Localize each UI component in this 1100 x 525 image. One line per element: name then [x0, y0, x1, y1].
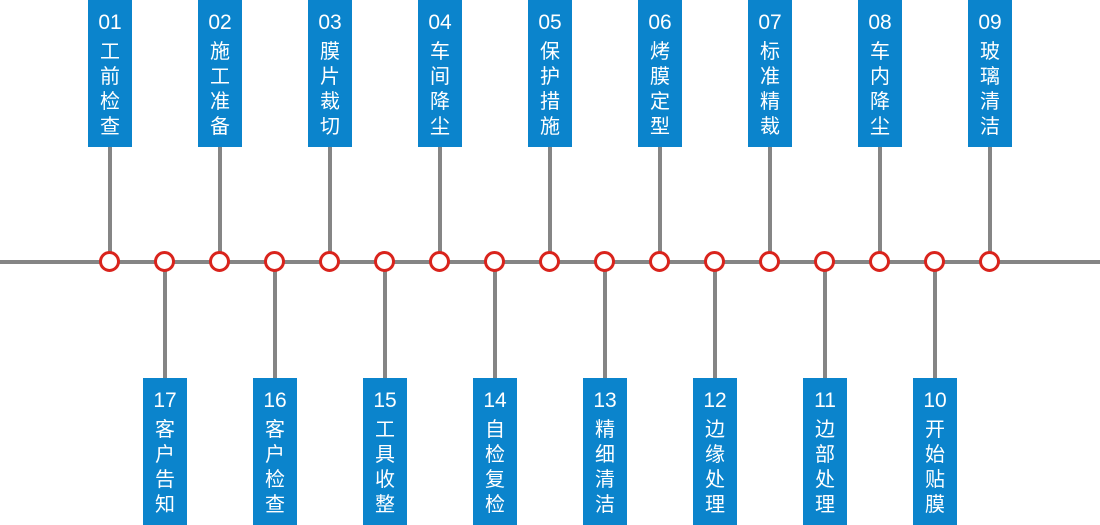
step-label: 开始贴膜 — [925, 417, 945, 516]
step-label: 工具收整 — [375, 417, 395, 516]
step-box: 12 边缘处理 — [693, 378, 737, 525]
step-label: 保护措施 — [540, 39, 560, 138]
step-number: 08 — [868, 11, 892, 34]
timeline-node-circle — [539, 251, 560, 272]
step-box: 10 开始贴膜 — [913, 378, 957, 525]
timeline-node-circle — [814, 251, 835, 272]
step-number: 10 — [923, 389, 947, 412]
timeline-node-circle — [319, 251, 340, 272]
step-box: 15 工具收整 — [363, 378, 407, 525]
step-label: 标准精裁 — [760, 39, 780, 138]
connector-line — [163, 262, 167, 378]
step-label: 工前检查 — [100, 39, 120, 138]
timeline-node-circle — [759, 251, 780, 272]
step-box: 03 膜片裁切 — [308, 0, 352, 147]
step-number: 04 — [428, 11, 452, 34]
step-label: 边部处理 — [815, 417, 835, 516]
step-number: 09 — [978, 11, 1002, 34]
timeline-node-circle — [154, 251, 175, 272]
timeline-node-circle — [374, 251, 395, 272]
step-label: 玻璃清洁 — [980, 39, 1000, 138]
connector-line — [713, 262, 717, 378]
step-label: 车间降尘 — [430, 39, 450, 138]
step-label: 膜片裁切 — [320, 39, 340, 138]
timeline-node-circle — [924, 251, 945, 272]
step-number: 12 — [703, 389, 727, 412]
step-number: 07 — [758, 11, 782, 34]
timeline-node-circle — [594, 251, 615, 272]
step-label: 精细清洁 — [595, 417, 615, 516]
connector-line — [493, 262, 497, 378]
step-box: 17 客户告知 — [143, 378, 187, 525]
step-label: 客户告知 — [155, 417, 175, 516]
connector-line — [438, 146, 442, 262]
timeline-node-circle — [869, 251, 890, 272]
step-box: 05 保护措施 — [528, 0, 572, 147]
step-box: 08 车内降尘 — [858, 0, 902, 147]
timeline-node-circle — [429, 251, 450, 272]
step-box: 07 标准精裁 — [748, 0, 792, 147]
connector-line — [383, 262, 387, 378]
step-number: 03 — [318, 11, 342, 34]
step-number: 14 — [483, 389, 507, 412]
connector-line — [823, 262, 827, 378]
step-box: 13 精细清洁 — [583, 378, 627, 525]
step-box: 11 边部处理 — [803, 378, 847, 525]
step-number: 01 — [98, 11, 122, 34]
step-box: 04 车间降尘 — [418, 0, 462, 147]
timeline-node-circle — [484, 251, 505, 272]
connector-line — [933, 262, 937, 378]
step-box: 02 施工准备 — [198, 0, 242, 147]
step-label: 客户检查 — [265, 417, 285, 516]
connector-line — [108, 146, 112, 262]
step-number: 06 — [648, 11, 672, 34]
connector-line — [768, 146, 772, 262]
connector-line — [658, 146, 662, 262]
connector-line — [988, 146, 992, 262]
connector-line — [548, 146, 552, 262]
step-number: 05 — [538, 11, 562, 34]
step-label: 车内降尘 — [870, 39, 890, 138]
step-box: 01 工前检查 — [88, 0, 132, 147]
connector-line — [273, 262, 277, 378]
timeline-node-circle — [979, 251, 1000, 272]
step-number: 11 — [814, 389, 836, 412]
timeline-node-circle — [704, 251, 725, 272]
step-label: 施工准备 — [210, 39, 230, 138]
connector-line — [328, 146, 332, 262]
connector-line — [878, 146, 882, 262]
step-box: 09 玻璃清洁 — [968, 0, 1012, 147]
timeline-node-circle — [649, 251, 670, 272]
step-box: 16 客户检查 — [253, 378, 297, 525]
step-label: 烤膜定型 — [650, 39, 670, 138]
connector-line — [218, 146, 222, 262]
step-box: 06 烤膜定型 — [638, 0, 682, 147]
step-label: 自检复检 — [485, 417, 505, 516]
connector-line — [603, 262, 607, 378]
timeline-node-circle — [209, 251, 230, 272]
step-number: 13 — [593, 389, 617, 412]
step-label: 边缘处理 — [705, 417, 725, 516]
step-number: 17 — [153, 389, 177, 412]
step-number: 16 — [263, 389, 287, 412]
step-number: 15 — [373, 389, 397, 412]
step-box: 14 自检复检 — [473, 378, 517, 525]
timeline-node-circle — [99, 251, 120, 272]
step-number: 02 — [208, 11, 232, 34]
timeline-node-circle — [264, 251, 285, 272]
